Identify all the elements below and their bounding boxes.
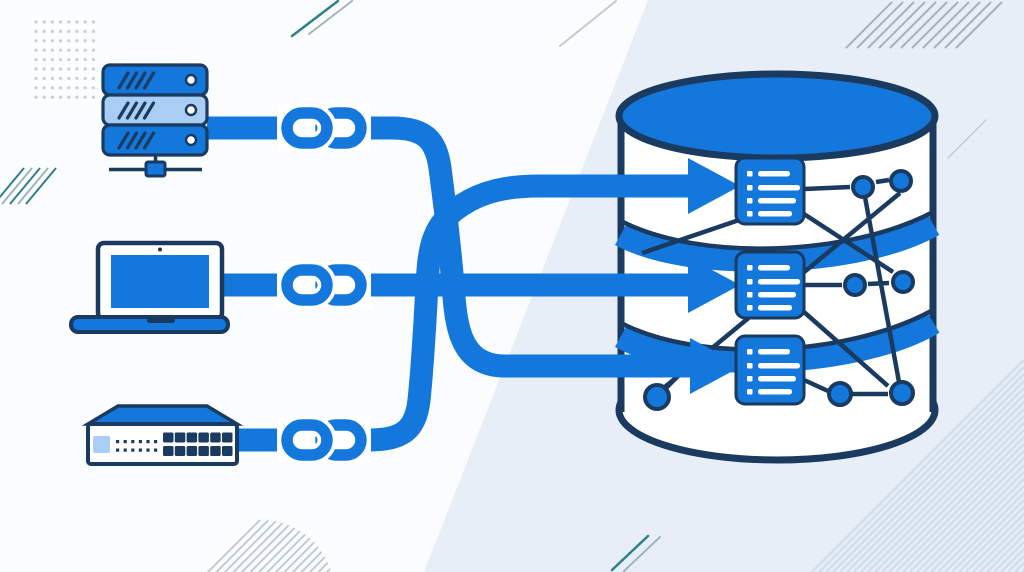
laptop-icon bbox=[69, 240, 230, 334]
switch-port bbox=[210, 446, 221, 456]
laptop-camera bbox=[158, 247, 162, 252]
switch-port bbox=[222, 432, 233, 443]
network-connector bbox=[144, 160, 167, 178]
graph-node bbox=[889, 169, 913, 193]
switch-port bbox=[222, 446, 233, 456]
graph-node bbox=[889, 380, 915, 406]
flow-line-switch-to-tier1 bbox=[237, 158, 740, 452]
server-rack-icon bbox=[101, 63, 209, 178]
chain-link-icon-1 bbox=[281, 107, 333, 149]
switch-port bbox=[186, 432, 198, 443]
switch-port bbox=[198, 432, 209, 443]
server-led bbox=[184, 133, 198, 147]
switch-port bbox=[174, 446, 186, 456]
record-list-icon-tier-2 bbox=[734, 250, 806, 320]
graph-node bbox=[643, 383, 671, 411]
pinstripe-triangle-bottom-right bbox=[811, 359, 1024, 572]
laptop-base bbox=[69, 315, 230, 334]
switch-port bbox=[163, 446, 174, 456]
cylinder-top-lid bbox=[615, 70, 939, 162]
chain-link-icon-3 bbox=[281, 419, 333, 461]
flow-line-server-to-tier3 bbox=[207, 116, 742, 394]
graph-node bbox=[851, 175, 875, 199]
graph-node bbox=[891, 270, 915, 294]
switch-port-grid bbox=[163, 432, 233, 456]
switch-port bbox=[163, 432, 174, 443]
chain-links bbox=[277, 103, 371, 465]
graph-node bbox=[843, 273, 867, 297]
graph-node bbox=[827, 381, 853, 407]
arrow-tier-2 bbox=[688, 257, 740, 313]
switch-port bbox=[186, 446, 198, 456]
switch-led-grid bbox=[116, 440, 158, 452]
switch-port bbox=[174, 432, 186, 443]
record-list-icon-tier-1 bbox=[734, 156, 806, 226]
network-switch-icon bbox=[81, 404, 244, 466]
record-list-icon-tier-3 bbox=[734, 334, 806, 406]
switch-logo-badge bbox=[93, 436, 110, 453]
graph-nodes bbox=[643, 169, 915, 411]
arrow-tier-3 bbox=[690, 338, 742, 394]
hatch-lines-left-edge bbox=[0, 167, 57, 205]
chain-link-icon-2 bbox=[281, 264, 333, 306]
dot-grid-decoration bbox=[34, 20, 95, 99]
server-led bbox=[184, 73, 198, 87]
laptop-screen bbox=[111, 255, 209, 308]
hatch-lines-top-right bbox=[845, 1, 1003, 49]
switch-top-face bbox=[81, 404, 244, 426]
switch-port bbox=[210, 432, 221, 443]
hatched-circle-decoration bbox=[190, 520, 334, 572]
switch-front-face bbox=[86, 422, 239, 466]
laptop-notch bbox=[147, 318, 175, 323]
server-led bbox=[184, 103, 198, 117]
switch-port bbox=[198, 446, 209, 456]
teal-accent-lines bbox=[290, 0, 987, 572]
arrow-tier-1 bbox=[688, 158, 740, 214]
